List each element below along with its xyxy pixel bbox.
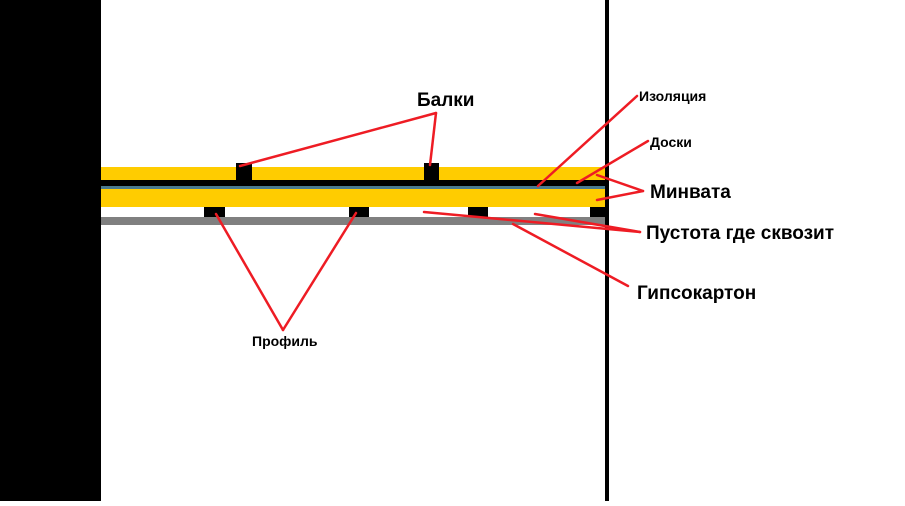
leader-void-2 [533,212,642,234]
mineral-wool-bottom-layer [101,189,605,207]
leader-void-1 [422,210,642,234]
leader-drywall [511,222,630,288]
leader-profile-2 [281,211,358,332]
label-beams: Балки [417,90,474,111]
left-wall [0,0,101,501]
label-mineral-wool: Минвата [650,182,731,203]
label-insulation: Изоляция [639,88,706,104]
profile-3 [468,207,488,217]
leader-mineral-wool-top [595,173,645,193]
mineral-wool-top-layer [101,167,605,180]
boards-layer [101,180,605,186]
leader-lines [214,94,650,332]
label-void-drafts: Пустота где сквозит [646,223,834,244]
leader-profile-1 [214,212,285,332]
label-profile: Профиль [252,333,318,349]
insulation-film-layer [101,186,605,189]
label-drywall: Гипсокартон [637,283,756,304]
leader-beam-2 [428,111,438,167]
leader-insulation [536,94,639,188]
profile-1 [204,207,225,217]
profile-2 [349,207,369,217]
beam-2 [424,163,439,180]
beam-1 [236,163,252,180]
leader-beam-1 [238,111,438,168]
leader-mineral-wool-bottom [595,189,645,202]
right-wall-line [605,0,609,501]
leader-boards [575,139,650,185]
profile-4 [590,207,605,217]
drywall-layer [101,217,605,225]
label-boards: Доски [650,134,692,150]
